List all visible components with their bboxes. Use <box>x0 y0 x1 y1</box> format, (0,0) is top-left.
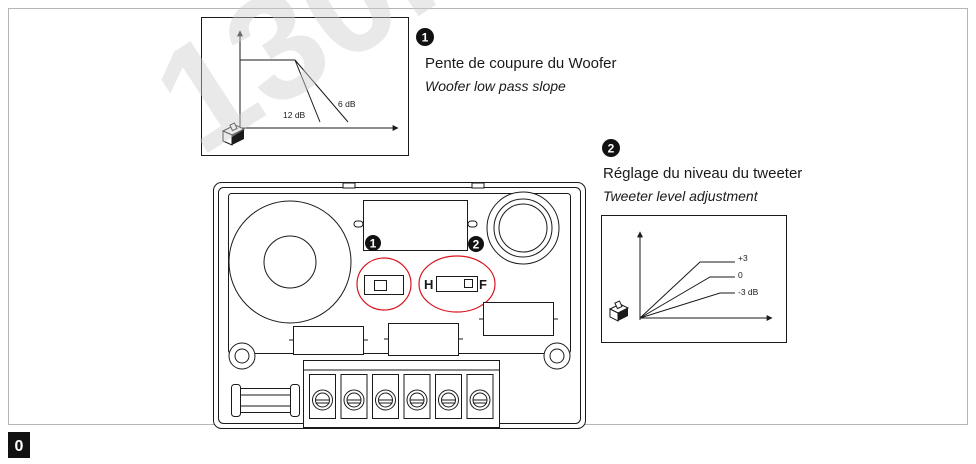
woofer-slope-graph: 12 dB 6 dB <box>201 17 409 156</box>
callout-1-badge <box>416 28 434 46</box>
switch-f-label: F <box>479 277 487 292</box>
resistor-block-left <box>289 326 368 355</box>
tweeter-capacitor <box>486 191 560 265</box>
woofer-6db-slope <box>294 59 349 123</box>
screw-terminal <box>403 374 431 419</box>
board-badge-2 <box>468 236 484 252</box>
callout-1-title: Pente de coupure du Woofer <box>425 55 617 72</box>
screw-terminal <box>372 374 399 419</box>
tweeter-minus3-label: -3 dB <box>738 287 759 297</box>
callout-1-badge-number: 1 <box>422 31 429 45</box>
tweeter-level-switch: H F <box>424 276 487 292</box>
inductor-component <box>231 384 300 417</box>
board-badge-1 <box>365 235 381 251</box>
callout-2-title: Réglage du niveau du tweeter <box>603 165 802 182</box>
slide-switch-icon <box>221 122 246 146</box>
resistor-block-right <box>479 302 558 336</box>
screw-terminal <box>435 374 462 419</box>
resistor-block-center <box>384 323 463 356</box>
woofer-coil <box>228 200 352 324</box>
tweeter-minus3-curve <box>639 292 735 319</box>
switch-h-label: H <box>424 277 433 292</box>
woofer-6db-label: 6 dB <box>338 99 356 109</box>
callout-2-badge-number: 2 <box>608 142 615 156</box>
watermark: 130. <box>126 0 462 185</box>
page-number: 0 <box>15 438 24 455</box>
screw-terminal <box>466 374 494 419</box>
board-badge-1-number: 1 <box>370 237 377 251</box>
tweeter-level-graph: +3 0 -3 dB <box>601 215 787 343</box>
page-number-box: 0 <box>8 432 30 458</box>
board-badge-2-number: 2 <box>473 238 480 252</box>
tweeter-plus3-label: +3 <box>738 253 748 263</box>
woofer-slope-switch <box>364 275 404 295</box>
highlight-ring-woofer-switch <box>356 257 412 311</box>
highlight-ring-tweeter-switch <box>418 255 496 313</box>
callout-1-subtitle: Woofer low pass slope <box>425 78 566 94</box>
mounting-hole-left <box>228 342 256 370</box>
terminal-block <box>303 360 500 428</box>
tweeter-0-label: 0 <box>738 270 743 280</box>
mounting-hole-right <box>543 342 571 370</box>
slide-switch-icon <box>608 300 630 322</box>
woofer-12db-slope <box>294 59 321 123</box>
screw-terminal <box>309 374 336 419</box>
crossover-board: H F 1 2 <box>213 182 586 429</box>
tweeter-plus3-curve <box>639 261 735 319</box>
tweeter-0-curve <box>639 276 735 319</box>
callout-2-subtitle: Tweeter level adjustment <box>603 188 759 204</box>
woofer-12db-label: 12 dB <box>283 110 306 120</box>
callout-2-badge <box>602 139 620 157</box>
screw-terminal <box>340 374 368 419</box>
callout-woofer-slope: 1 Pente de coupure du Woofer Woofer low … <box>416 28 617 94</box>
callout-tweeter-level: 2 Réglage du niveau du tweeter Tweeter l… <box>602 139 802 204</box>
